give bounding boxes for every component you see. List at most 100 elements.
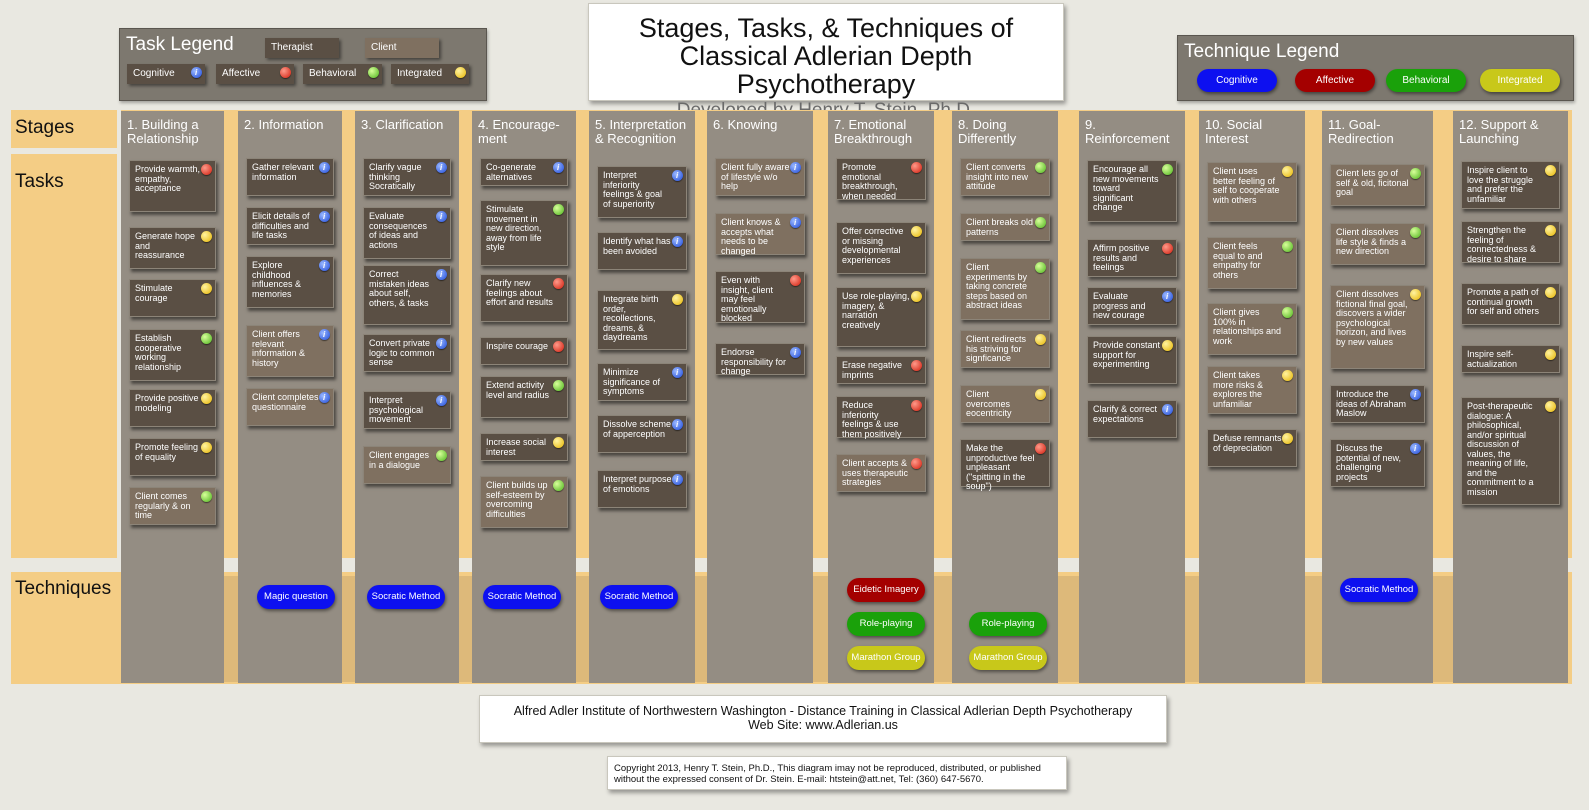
task-text: Client completes questionnaire	[252, 392, 319, 412]
task-card: Client breaks old patterns	[960, 213, 1050, 241]
legend-affective-chip: Affective	[216, 64, 294, 84]
yellow-dot-icon	[911, 291, 922, 302]
task-text: Extend activity level and radius	[486, 380, 550, 400]
task-card: Generate hope and reassurance	[129, 227, 216, 269]
task-text: Encourage all new movements toward signi…	[1093, 164, 1159, 212]
task-text: Clarify & correct expectations	[1093, 404, 1158, 424]
task-card: Client takes more risks & explores the u…	[1207, 366, 1297, 414]
task-text: Dissolve scheme of apperception	[603, 419, 672, 439]
task-card: Stimulate movement in new direction, awa…	[480, 200, 568, 266]
yellow-dot-icon	[201, 231, 212, 242]
task-text: Introduce the ideas of Abraham Maslow	[1336, 389, 1407, 418]
yellow-dot-icon	[1410, 289, 1421, 300]
task-card: Client feels equal to and empathy for ot…	[1207, 237, 1297, 289]
task-card: Use role-playing, imagery, & narration c…	[836, 287, 926, 347]
task-text: Endorse responsibility for change	[721, 347, 787, 376]
green-dot-icon	[1410, 168, 1421, 179]
stage-title: 12. Support & Launching	[1459, 117, 1539, 146]
stage-title: 3. Clarification	[361, 117, 444, 132]
info-icon	[672, 170, 683, 181]
info-icon	[436, 269, 447, 280]
task-card: Client gives 100% in relationships and w…	[1207, 303, 1297, 355]
task-text: Generate hope and reassurance	[135, 231, 196, 260]
task-card: Encourage all new movements toward signi…	[1087, 160, 1177, 222]
task-card: Elicit details of difficulties and life …	[246, 207, 334, 245]
task-text: Clarify vague thinking Socratically	[369, 162, 422, 191]
tasks-label: Tasks	[15, 171, 64, 192]
info-icon	[672, 236, 683, 247]
task-text: Strengthen the feeling of connectedness …	[1467, 225, 1537, 264]
technique-pill: Magic question	[257, 585, 335, 609]
task-card: Minimize significance of symptoms	[597, 363, 687, 401]
technique-pill: Socratic Method	[367, 585, 445, 609]
task-card: Client builds up self-esteem by overcomi…	[480, 476, 568, 528]
task-legend-title: Task Legend	[126, 34, 234, 55]
technique-pill: Socratic Method	[1340, 578, 1418, 602]
info-icon	[319, 392, 330, 403]
info-icon	[1410, 389, 1421, 400]
yellow-dot-icon	[455, 67, 466, 78]
info-icon	[436, 162, 447, 173]
task-text: Client gives 100% in relationships and w…	[1213, 307, 1282, 346]
yellow-dot-icon	[201, 442, 212, 453]
task-text: Discuss the potential of new, challengin…	[1336, 443, 1402, 482]
task-text: Post-therapeutic dialogue: A philosophic…	[1467, 401, 1534, 497]
task-text: Even with insight, client may feel emoti…	[721, 275, 774, 323]
technique-pill: Eidetic Imagery	[847, 578, 925, 602]
task-text: Affirm positive results and feelings	[1093, 243, 1150, 272]
red-dot-icon	[1162, 243, 1173, 254]
task-card: Gather relevant information	[246, 158, 334, 196]
legend-behavioral-label: Behavioral	[309, 68, 357, 79]
task-text: Reduce inferiority feelings & use them p…	[842, 400, 902, 439]
green-dot-icon	[436, 450, 447, 461]
copyright-line-1: Copyright 2013, Henry T. Stein, Ph.D., T…	[614, 763, 1041, 774]
task-text: Correct mistaken ideas about self, other…	[369, 269, 430, 308]
info-icon	[672, 419, 683, 430]
yellow-dot-icon	[1162, 340, 1173, 351]
task-card: Increase social interest	[480, 433, 568, 461]
website-line: Web Site: www.Adlerian.us	[748, 718, 898, 732]
task-card: Reduce inferiority feelings & use them p…	[836, 396, 926, 438]
task-text: Stimulate courage	[135, 283, 173, 303]
yellow-dot-icon	[1282, 433, 1293, 444]
yellow-dot-icon	[1545, 349, 1556, 360]
task-text: Gather relevant information	[252, 162, 315, 182]
task-card: Client fully aware of lifestyle w/o help	[715, 158, 805, 196]
institute-line: Alfred Adler Institute of Northwestern W…	[513, 704, 1133, 718]
info-icon	[790, 347, 801, 358]
task-card: Inspire client to love the struggle and …	[1461, 161, 1560, 209]
task-text: Client takes more risks & explores the u…	[1213, 370, 1264, 409]
institute-footer: Alfred Adler Institute of Northwestern W…	[479, 695, 1167, 743]
task-card: Provide positive modeling	[129, 389, 216, 427]
green-dot-icon	[1282, 307, 1293, 318]
task-card: Integrate birth order, recollections, dr…	[597, 290, 687, 350]
task-text: Integrate birth order, recollections, dr…	[603, 294, 659, 342]
task-text: Client builds up self-esteem by overcomi…	[486, 480, 548, 519]
green-dot-icon	[368, 67, 379, 78]
legend-therapist-chip: Therapist	[265, 38, 339, 58]
legend-client-chip: Client	[365, 38, 439, 58]
technique-pill: Socratic Method	[600, 585, 678, 609]
task-text: Client offers relevant information & his…	[252, 329, 306, 368]
yellow-dot-icon	[1035, 389, 1046, 400]
legend-cognitive-pill: Cognitive	[1197, 69, 1277, 92]
task-card: Correct mistaken ideas about self, other…	[363, 265, 451, 325]
yellow-dot-icon	[1035, 334, 1046, 345]
info-icon	[672, 474, 683, 485]
task-card: Client comes regularly & on time	[129, 487, 216, 525]
info-icon	[672, 367, 683, 378]
info-icon	[436, 338, 447, 349]
task-text: Minimize significance of symptoms	[603, 367, 661, 396]
red-dot-icon	[553, 341, 564, 352]
legend-cognitive-chip: Cognitive	[127, 64, 205, 84]
techniques-label: Techniques	[15, 578, 112, 599]
yellow-dot-icon	[1282, 370, 1293, 381]
task-text: Convert private logic to common sense	[369, 338, 435, 367]
task-card: Offer corrective or missing developmenta…	[836, 222, 926, 274]
task-text: Client knows & accepts what needs to be …	[721, 217, 781, 256]
yellow-dot-icon	[911, 226, 922, 237]
stage-title: 6. Knowing	[713, 117, 778, 132]
